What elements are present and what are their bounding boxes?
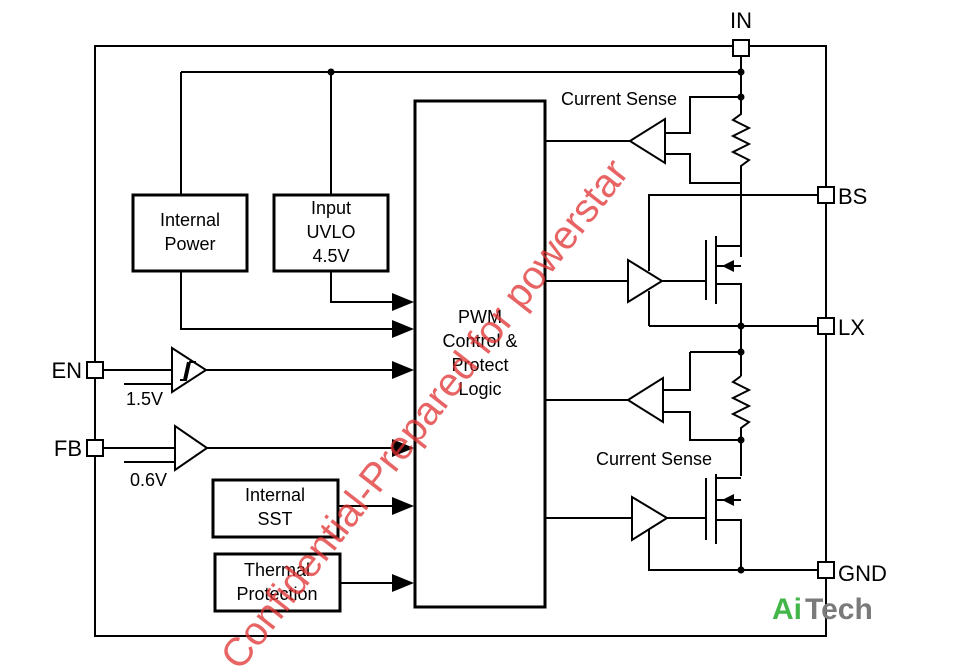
aitech-logo: Ai Tech: [772, 593, 873, 626]
pin-gnd-label: GND: [838, 561, 887, 586]
supply-rail: [180, 56, 745, 195]
pwm-line1: PWM: [458, 307, 502, 327]
uvlo-line3: 4.5V: [312, 246, 349, 266]
pin-fb: FB: [54, 436, 104, 461]
internal-power-block: Internal Power: [131, 193, 249, 273]
high-side-driver: [545, 194, 817, 326]
pin-en: EN: [51, 358, 104, 383]
pin-in: IN: [730, 8, 752, 57]
internal-power-line2: Power: [164, 234, 215, 254]
pwm-line3: Protect: [451, 355, 508, 375]
uvlo-line2: UVLO: [306, 222, 355, 242]
fb-amplifier: 0.6V: [104, 424, 209, 490]
high-side-current-sense: Current Sense: [545, 72, 752, 257]
logo-part-tech: Tech: [805, 593, 873, 626]
thermal-line2: Protection: [236, 584, 317, 604]
pin-bs: BS: [817, 184, 867, 209]
logo-part-ai: Ai: [772, 593, 802, 626]
logic-input-wires: [180, 271, 414, 592]
en-comparator: 1.5V: [104, 346, 208, 409]
uvlo-line1: Input: [311, 198, 351, 218]
fb-reference-label: 0.6V: [130, 470, 167, 490]
thermal-line1: Thermal: [244, 560, 310, 580]
pin-fb-label: FB: [54, 436, 82, 461]
pin-lx: LX: [817, 315, 865, 340]
pwm-logic-block: PWM Control & Protect Logic: [413, 99, 547, 609]
low-side-driver: [545, 474, 817, 574]
current-sense-top-label: Current Sense: [561, 89, 677, 109]
en-threshold-label: 1.5V: [126, 389, 163, 409]
internal-sst-block: Internal SST: [211, 478, 340, 539]
low-side-current-sense: Current Sense: [545, 352, 752, 476]
pwm-line4: Logic: [458, 379, 501, 399]
sst-line1: Internal: [245, 485, 305, 505]
pwm-line2: Control &: [442, 331, 517, 351]
pin-en-label: EN: [51, 358, 82, 383]
current-sense-bottom-label: Current Sense: [596, 449, 712, 469]
lx-node: [649, 322, 817, 376]
pin-gnd: GND: [817, 561, 887, 586]
pin-bs-label: BS: [838, 184, 867, 209]
input-uvlo-block: Input UVLO 4.5V: [272, 193, 390, 273]
thermal-protection-block: Thermal Protection: [213, 552, 342, 613]
pin-lx-label: LX: [838, 315, 865, 340]
chip-outline: [94, 45, 827, 637]
pin-in-label: IN: [730, 8, 752, 33]
internal-power-line1: Internal: [160, 210, 220, 230]
hysteresis-icon: [180, 361, 196, 381]
sst-line2: SST: [257, 509, 292, 529]
